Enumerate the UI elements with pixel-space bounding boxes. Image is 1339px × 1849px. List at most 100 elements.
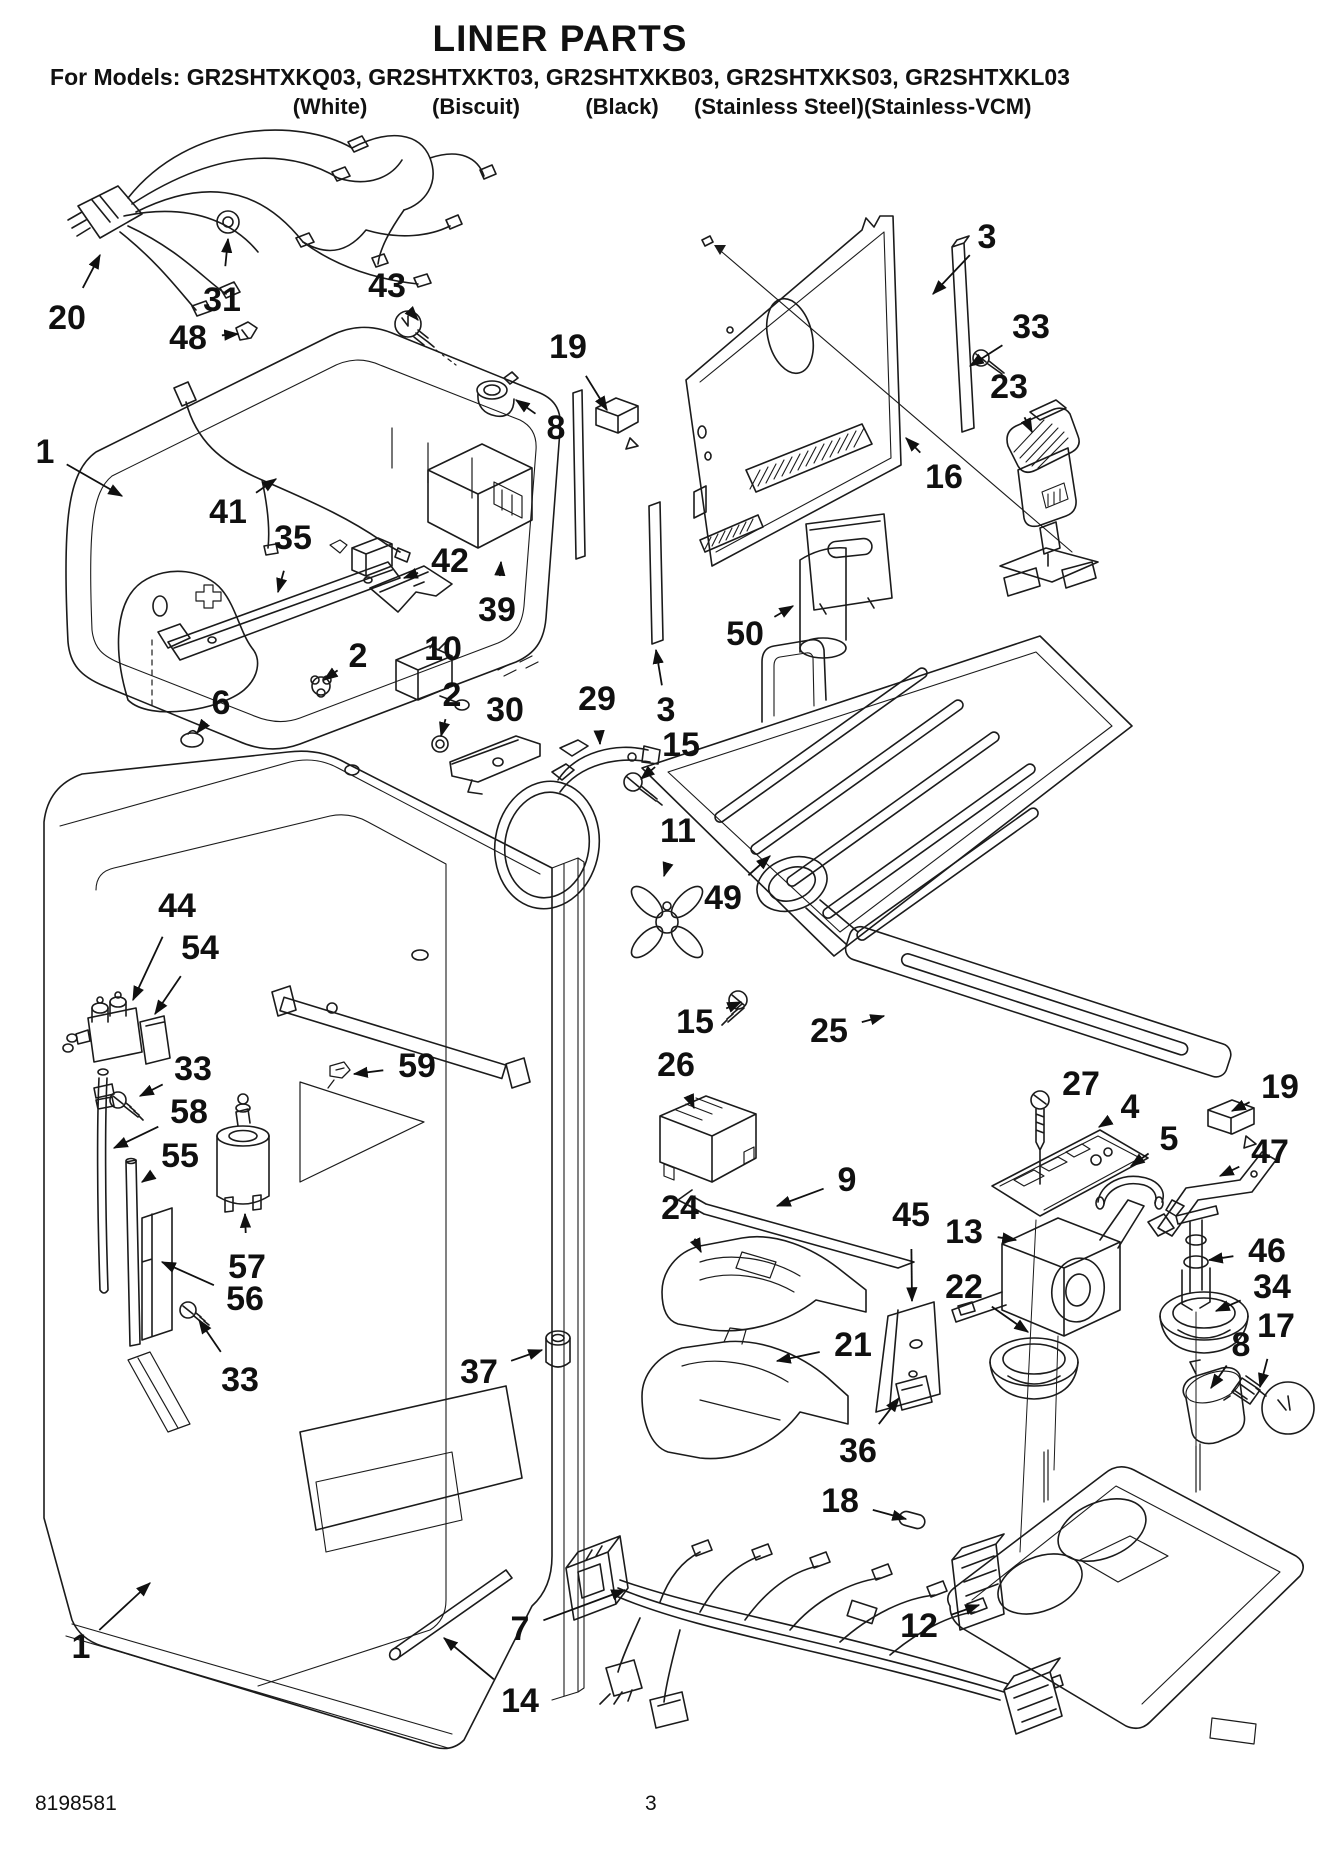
callout-arrow-31 [221, 237, 233, 267]
callout-number-11: 11 [660, 812, 696, 850]
callout-arrow-29 [593, 729, 605, 746]
callout-number-19: 19 [549, 328, 587, 366]
callout-number-7: 7 [511, 1610, 530, 1648]
callout-number-15: 15 [676, 1003, 714, 1041]
callout-arrow-9 [775, 1187, 824, 1207]
callout-number-54: 54 [181, 929, 219, 967]
callout-arrow-37 [510, 1349, 544, 1362]
callout-number-3: 3 [978, 218, 997, 256]
callout-arrow-3 [932, 254, 971, 295]
color-label-stainless-steel: (Stainless Steel) [694, 94, 864, 119]
callout-arrow-15 [640, 765, 656, 780]
callout-number-59: 59 [398, 1047, 436, 1085]
callout-arrow-45 [906, 1248, 918, 1303]
callout-arrow-35 [276, 570, 288, 594]
color-label-biscuit: (Biscuit) [432, 94, 520, 119]
callout-arrow-16 [905, 437, 921, 454]
page-title: LINER PARTS [432, 18, 688, 59]
callout-number-56: 56 [226, 1280, 264, 1318]
callout-number-8: 8 [1232, 1326, 1251, 1364]
callout-arrow-24 [689, 1237, 702, 1254]
callout-number-18: 18 [821, 1482, 859, 1520]
callout-arrow-49 [747, 855, 771, 876]
callout-arrow-59 [352, 1066, 384, 1078]
callout-number-47: 47 [1251, 1133, 1289, 1171]
callout-number-1: 1 [72, 1628, 91, 1666]
callout-number-31: 31 [203, 281, 241, 319]
callout-arrow-2 [322, 667, 339, 681]
callout-arrow-17 [1258, 1358, 1269, 1389]
callout-arrow-1 [66, 463, 124, 497]
callout-number-35: 35 [274, 519, 312, 557]
callout-arrow-48 [221, 329, 240, 341]
color-label-black: (Black) [585, 94, 659, 119]
callout-arrow-12 [950, 1604, 981, 1616]
callout-number-50: 50 [726, 615, 764, 653]
callout-number-43: 43 [368, 267, 406, 305]
callout-arrow-8 [514, 399, 537, 415]
color-label-stainless-vcm: (Stainless-VCM) [863, 94, 1032, 119]
callout-arrow-25 [861, 1014, 886, 1026]
callout-number-27: 27 [1062, 1065, 1100, 1103]
callout-number-45: 45 [892, 1196, 930, 1234]
callout-number-17: 17 [1257, 1307, 1295, 1345]
callout-number-55: 55 [161, 1137, 199, 1175]
models-line: For Models: GR2SHTXKQ03, GR2SHTXKT03, GR… [50, 63, 1070, 90]
callout-arrow-21 [775, 1351, 820, 1364]
callout-arrow-23 [1020, 416, 1033, 434]
callout-arrow-20 [82, 253, 101, 289]
callout-arrow-2 [439, 718, 450, 738]
callout-arrow-8 [1210, 1364, 1228, 1390]
callout-arrow-1 [98, 1582, 151, 1631]
header: LINER PARTS For Models: GR2SHTXKQ03, GR2… [0, 18, 1120, 91]
callout-number-9: 9 [838, 1161, 857, 1199]
callout-arrow-26 [683, 1093, 695, 1110]
callout-arrow-41 [255, 478, 278, 494]
callout-number-39: 39 [478, 591, 516, 629]
callout-number-33: 33 [1012, 308, 1050, 346]
callout-number-2: 2 [349, 637, 368, 675]
callout-arrow-18 [872, 1509, 908, 1521]
callout-arrow-36 [878, 1397, 900, 1425]
callout-number-16: 16 [925, 458, 963, 496]
callout-number-24: 24 [661, 1189, 699, 1227]
callout-arrow-33 [138, 1083, 164, 1097]
callout-number-30: 30 [486, 691, 524, 729]
callout-arrow-57 [239, 1212, 252, 1234]
callout-arrow-33 [968, 344, 1003, 367]
callout-arrow-58 [112, 1125, 159, 1149]
callout-arrow-22 [991, 1305, 1030, 1333]
callout-number-10: 10 [424, 630, 462, 668]
callout-arrow-19 [585, 375, 608, 412]
callout-number-13: 13 [945, 1213, 983, 1251]
callout-number-15: 15 [662, 726, 700, 764]
callout-arrow-42 [402, 567, 419, 579]
callout-number-34: 34 [1253, 1268, 1291, 1306]
diagram-artwork [43, 129, 1315, 1750]
callout-arrow-3 [652, 648, 664, 686]
callout-number-25: 25 [810, 1012, 848, 1050]
callout-number-8: 8 [547, 409, 566, 447]
callout-arrow-34 [1214, 1299, 1242, 1312]
callout-number-23: 23 [990, 368, 1028, 406]
callout-arrow-50 [773, 605, 795, 618]
callout-number-33: 33 [174, 1050, 212, 1088]
color-label-stainless-pair: (Stainless Steel)(Stainless-VCM) [694, 94, 1031, 120]
callout-number-37: 37 [460, 1353, 498, 1391]
callout-number-49: 49 [704, 879, 742, 917]
callout-arrow-56 [160, 1261, 215, 1287]
callout-arrow-15 [725, 1001, 743, 1013]
callout-number-48: 48 [169, 319, 207, 357]
callout-arrow-54 [154, 975, 182, 1016]
callout-number-1: 1 [36, 433, 55, 471]
callout-arrow-11 [662, 861, 674, 878]
callout-number-6: 6 [212, 684, 231, 722]
callout-number-3: 3 [657, 691, 676, 729]
callout-arrow-46 [1207, 1252, 1234, 1264]
callout-number-41: 41 [209, 493, 247, 531]
color-label-white: (White) [292, 94, 368, 119]
callout-number-44: 44 [158, 887, 196, 925]
